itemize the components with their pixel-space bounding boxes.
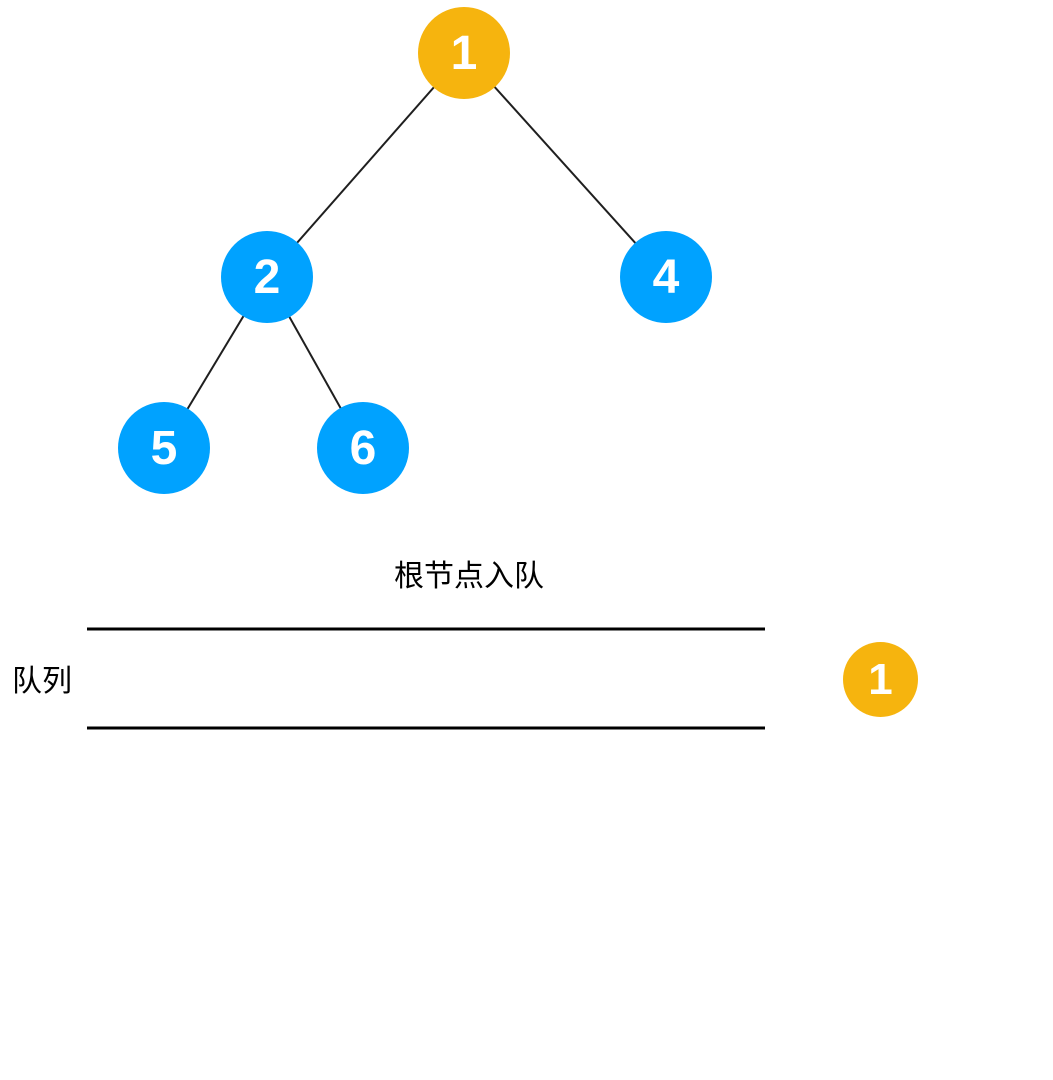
tree-node-1-value: 1 (450, 26, 478, 80)
queue-label: 队列 (12, 665, 72, 698)
queue-item-1-value: 1 (868, 654, 893, 704)
tree-node-4-value: 4 (652, 250, 680, 304)
tree-node-6: 6 (317, 402, 409, 494)
tree-edge-1-4 (463, 52, 667, 278)
tree-node-2: 2 (221, 231, 313, 323)
tree-node-5: 5 (118, 402, 210, 494)
tree-node-4: 4 (620, 231, 712, 323)
tree-edge-1-2 (266, 52, 465, 278)
tree-node-1: 1 (418, 7, 510, 99)
tree-node-5-value: 5 (150, 421, 178, 475)
step-caption: 根节点入队 (394, 560, 544, 593)
queue-item-1: 1 (843, 642, 918, 717)
tree-node-6-value: 6 (349, 421, 377, 475)
tree-node-2-value: 2 (253, 250, 281, 304)
